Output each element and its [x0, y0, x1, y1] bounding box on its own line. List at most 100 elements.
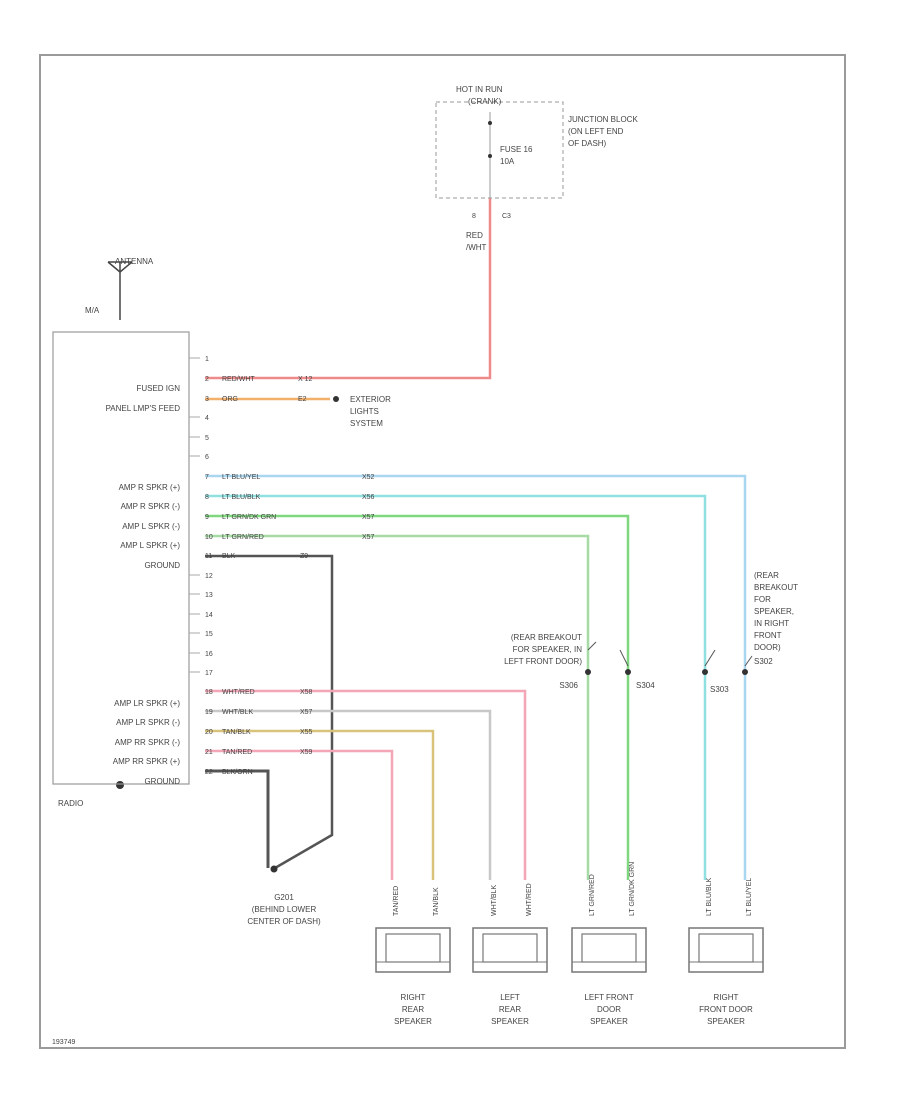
junction-block-line3: OF DASH)	[568, 139, 607, 148]
wire-color-9: LT GRN/DK GRN	[222, 514, 276, 521]
figure-code: 193749	[52, 1039, 75, 1046]
pin-8: 8	[205, 494, 209, 501]
pin-11: 11	[205, 553, 212, 560]
ground-g201-line3: CENTER OF DASH)	[247, 917, 321, 926]
ground-g201-dot	[270, 865, 278, 873]
splice-s302: S302	[754, 657, 773, 666]
antenna-symbol	[107, 261, 133, 320]
radio-fn-amp-r-neg: AMP R SPKR (-)	[121, 502, 181, 511]
wire-circuit-2: X 12	[298, 376, 313, 383]
splice-dot-s302	[742, 669, 748, 675]
speaker-left-rear	[472, 927, 548, 973]
wire-amp-lr-spkr-pos	[205, 689, 527, 880]
splice-left-labels: (REAR BREAKOUT FOR SPEAKER, IN LEFT FRON…	[504, 633, 582, 690]
pin-22: 22	[205, 769, 213, 776]
speaker-body	[688, 927, 764, 973]
wire-amp-r-spkr-neg	[205, 494, 707, 880]
pin-17: 17	[205, 670, 213, 677]
splice-dots	[116, 396, 748, 873]
wire-color-20: TAN/BLK	[222, 729, 251, 736]
radio-fn-amp-l-pos: AMP L SPKR (+)	[120, 541, 180, 550]
speaker-left-front-door	[571, 927, 647, 973]
pin-14: 14	[205, 612, 213, 619]
wire-circuit-10: X57	[362, 534, 375, 541]
radio-fn-amp-rr-pos: AMP RR SPKR (+)	[113, 757, 181, 766]
pin-2: 2	[205, 376, 209, 383]
antenna-label: ANTENNA	[115, 257, 154, 266]
splice-break-left2	[619, 649, 629, 667]
splice-right-labels: (REAR BREAKOUT FOR SPEAKER, IN RIGHT FRO…	[754, 571, 798, 666]
speaker-right-rear	[375, 927, 451, 973]
wire-color-8: LT BLU/BLK	[222, 494, 261, 501]
speaker-rf-name-1: RIGHT	[714, 993, 739, 1002]
exterior-lights-line2: LIGHTS	[350, 407, 379, 416]
speaker-lf-wire-1: LT GRN/RED	[589, 874, 596, 916]
fuse-rating: 10A	[500, 157, 515, 166]
splice-left-desc-3: LEFT FRONT DOOR)	[504, 657, 582, 666]
radio-name: RADIO	[58, 799, 83, 808]
wire-circuit-3: E2	[298, 396, 307, 403]
speaker-body	[472, 927, 548, 973]
exterior-lights-arrow	[333, 396, 339, 402]
pin-21: 21	[205, 749, 213, 756]
radio-fn-fused-ign: FUSED IGN	[136, 384, 180, 393]
fuse-bottom-dot	[488, 154, 492, 158]
ground-g201-name: G201	[274, 893, 294, 902]
speaker-lr-name-3: SPEAKER	[491, 1017, 529, 1026]
speaker-rr-name-3: SPEAKER	[394, 1017, 432, 1026]
splice-s304: S304	[636, 681, 655, 690]
radio-fn-panel-lamps: PANEL LMP'S FEED	[106, 404, 181, 413]
speaker-rf-wire-1: LT BLU/BLK	[706, 877, 713, 916]
fuse-pin: 8	[472, 213, 476, 220]
fuse-top-dot	[488, 121, 492, 125]
pin-4: 4	[205, 415, 209, 422]
wire-color-18: WHT/RED	[222, 689, 255, 696]
splice-break-left	[587, 641, 597, 651]
radio-pin-numbers: 1 2 3 4 5 6 7 8 9 10 11 12 13 14 15 16 1…	[205, 356, 213, 776]
speaker-cone	[698, 933, 754, 963]
wire-amp-rr-spkr-pos	[205, 749, 394, 880]
speaker-lf-name-1: LEFT FRONT	[584, 993, 633, 1002]
speaker-cone	[581, 933, 637, 963]
radio-fn-amp-lr-pos: AMP LR SPKR (+)	[114, 699, 180, 708]
wire-amp-l-spkr-pos	[205, 534, 590, 880]
speaker-lr-wire-2: WHT/RED	[526, 883, 533, 916]
splice-break-right	[704, 649, 716, 667]
pin-3: 3	[205, 396, 209, 403]
splice-breaks	[587, 641, 753, 667]
pin-20: 20	[205, 729, 213, 736]
radio-pin-stubs	[189, 357, 200, 673]
wire-circuit-19: X57	[300, 709, 313, 716]
radio-fn-ground: GROUND	[144, 561, 180, 570]
radio-fn-amp-lr-neg: AMP LR SPKR (-)	[116, 718, 180, 727]
radio-fn-amp-rr-neg: AMP RR SPKR (-)	[115, 738, 181, 747]
splice-break-right2	[744, 655, 753, 667]
pin-13: 13	[205, 592, 213, 599]
speaker-lr-name-1: LEFT	[500, 993, 520, 1002]
wire-circuit-11: Z9	[300, 553, 308, 560]
fuse-hot-in-run: HOT IN RUN	[456, 85, 503, 94]
speaker-cone	[482, 933, 538, 963]
wire-circuit-7: X52	[362, 474, 375, 481]
antenna-arm-left	[107, 261, 121, 273]
radio-function-labels: FUSED IGN PANEL LMP'S FEED AMP R SPKR (+…	[106, 384, 181, 786]
wire-circuit-21: X59	[300, 749, 313, 756]
speaker-lf-wire-2: LT GRN/DK GRN	[629, 862, 636, 916]
wire-amp-l-spkr-neg	[205, 514, 630, 880]
radio-fn-ground-22: GROUND	[144, 777, 180, 786]
splice-s306: S306	[559, 681, 578, 690]
pin-10: 10	[205, 534, 213, 541]
speaker-rf-wire-2: LT BLU/YEL	[746, 878, 753, 916]
radio-box	[52, 331, 190, 785]
splice-right-desc-3: FOR	[754, 595, 771, 604]
wire-circuit-8: X56	[362, 494, 375, 501]
fuse-wire-color-1: RED	[466, 231, 483, 240]
splice-s303: S303	[710, 685, 729, 694]
speaker-lf-name-3: SPEAKER	[590, 1017, 628, 1026]
antenna-arm-right	[119, 261, 133, 273]
splice-right-desc-2: BREAKOUT	[754, 583, 798, 592]
wire-amp-rr-spkr-neg	[205, 729, 435, 880]
radio-fn-amp-l-neg: AMP L SPKR (-)	[122, 522, 180, 531]
wire-color-10: LT GRN/RED	[222, 534, 264, 541]
